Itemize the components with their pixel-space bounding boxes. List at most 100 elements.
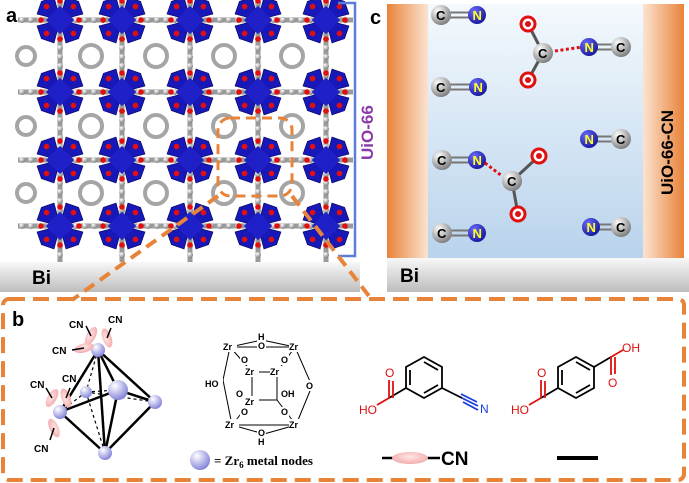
linker-atom [217, 89, 223, 95]
substrate-label-c: Bi [400, 266, 419, 287]
oxygen-atom [187, 36, 193, 42]
linker-atom [187, 252, 193, 258]
linker-atom [187, 126, 193, 132]
oxygen-atom [105, 209, 112, 216]
zr-cluster [166, 68, 214, 116]
nitrile-1-carbon: C [431, 5, 451, 25]
nitrile-7-nitrogen: N [582, 218, 600, 236]
zoom-region-box [216, 116, 294, 198]
oxygen-atom [323, 70, 329, 76]
linker-atom [255, 45, 261, 51]
oxygen-atom [138, 157, 144, 163]
oxygen-atom [57, 138, 63, 144]
pore-ring [15, 182, 37, 204]
oxygen-atom [105, 75, 112, 82]
linker-atom [82, 157, 88, 163]
oxygen-atom [173, 75, 180, 82]
zr-cluster [98, 68, 146, 116]
oxygen-atom [241, 30, 248, 37]
oxygen-atom [236, 17, 242, 23]
co2-1-oxygen-2 [519, 71, 537, 89]
oxygen-atom [206, 89, 212, 95]
oxygen-atom [132, 3, 139, 10]
bdc-hydroxyl-right: OH [622, 341, 640, 355]
zr-cluster [166, 0, 214, 44]
oxygen-atom [119, 70, 125, 76]
linker-atom [172, 17, 178, 23]
bdc-oxygen-left: O [537, 366, 546, 380]
oxygen-atom [57, 242, 63, 248]
zr-cluster [302, 202, 350, 250]
oxygen-atom [187, 176, 193, 182]
cage-o-ll: O [241, 407, 248, 417]
linker-atom [57, 198, 63, 204]
oxygen-atom [187, 108, 193, 114]
oxygen-atom [274, 89, 280, 95]
oxygen-atom [100, 157, 106, 163]
oxygen-atom [76, 17, 82, 23]
oxygen-atom [119, 138, 125, 144]
linker-atom [57, 189, 63, 195]
oxygen-atom [200, 209, 207, 216]
oxygen-atom [206, 17, 212, 23]
oxygen-atom [138, 17, 144, 23]
pore-ring [143, 43, 169, 69]
zr-cluster [36, 202, 84, 250]
oxygen-atom [70, 3, 77, 10]
linker-atom [145, 223, 151, 229]
electrolyte-region [387, 4, 684, 258]
oxygen-atom [43, 143, 50, 150]
oxygen-atom [342, 89, 348, 95]
oxygen-atom [57, 176, 63, 182]
linker-atom [289, 17, 295, 23]
oxygen-atom [268, 143, 275, 150]
linker-atom [57, 252, 63, 258]
oxygen-atom [70, 30, 77, 37]
oxygen-atom [70, 170, 77, 177]
oxygen-atom [336, 3, 343, 10]
oxygen-atom [236, 157, 242, 163]
oxygen-atom [309, 209, 316, 216]
cage-zr-7: Zr [245, 397, 254, 407]
linker-atom [280, 157, 286, 163]
cage-h-top: H [258, 332, 265, 342]
zr-cluster [302, 0, 350, 44]
oxygen-atom [100, 89, 106, 95]
linker-atom [163, 223, 169, 229]
oxygen-atom [255, 242, 261, 248]
linker-atom [298, 157, 304, 163]
linker-atom [119, 54, 125, 60]
oxygen-atom [105, 102, 112, 109]
zr-cluster [98, 202, 146, 250]
oxygen-atom [323, 138, 329, 144]
oxygen-atom [255, 138, 261, 144]
linker-atom [119, 198, 125, 204]
linker-atom [19, 17, 25, 23]
pore-ring [78, 43, 104, 69]
linker-atom [172, 157, 178, 163]
cn-label-5: CN [62, 374, 76, 385]
oxygen-atom [187, 0, 193, 4]
oxygen-atom [187, 242, 193, 248]
oxygen-atom [323, 204, 329, 210]
oxygen-atom [200, 3, 207, 10]
cage-o-inner: O [236, 389, 243, 399]
linker-atom [226, 223, 232, 229]
linker-atom [28, 223, 34, 229]
linker-atom [280, 89, 286, 95]
oxygen-atom [274, 223, 280, 229]
oxygen-atom [241, 3, 248, 10]
linker-atom [82, 223, 88, 229]
linker-atom [91, 157, 97, 163]
linker-atom [255, 198, 261, 204]
oxygen-atom [268, 236, 275, 243]
oxygen-atom [236, 89, 242, 95]
cage-o-bottom: O [258, 428, 265, 438]
svg-text:C: C [538, 46, 548, 61]
oxygen-atom [336, 143, 343, 150]
svg-text:C: C [616, 40, 626, 55]
oxygen-atom [268, 75, 275, 82]
oxygen-atom [43, 3, 50, 10]
panel-a-label: a [6, 5, 18, 27]
